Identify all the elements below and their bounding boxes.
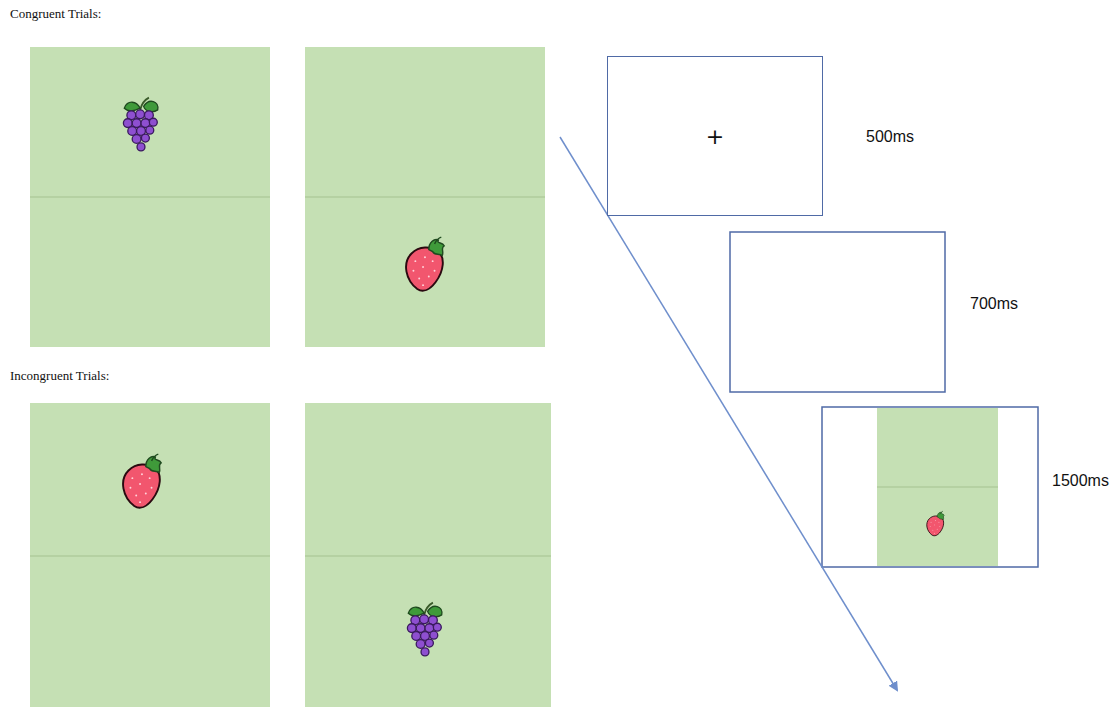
fixation-cross: + xyxy=(706,124,724,149)
duration-label: 500ms xyxy=(866,128,914,146)
duration-label: 700ms xyxy=(970,295,1018,313)
section-label: Incongruent Trials: xyxy=(10,368,109,384)
fixation-screen: + xyxy=(607,56,823,216)
section-label: Congruent Trials: xyxy=(10,6,101,22)
duration-label: 1500ms xyxy=(1052,472,1109,490)
